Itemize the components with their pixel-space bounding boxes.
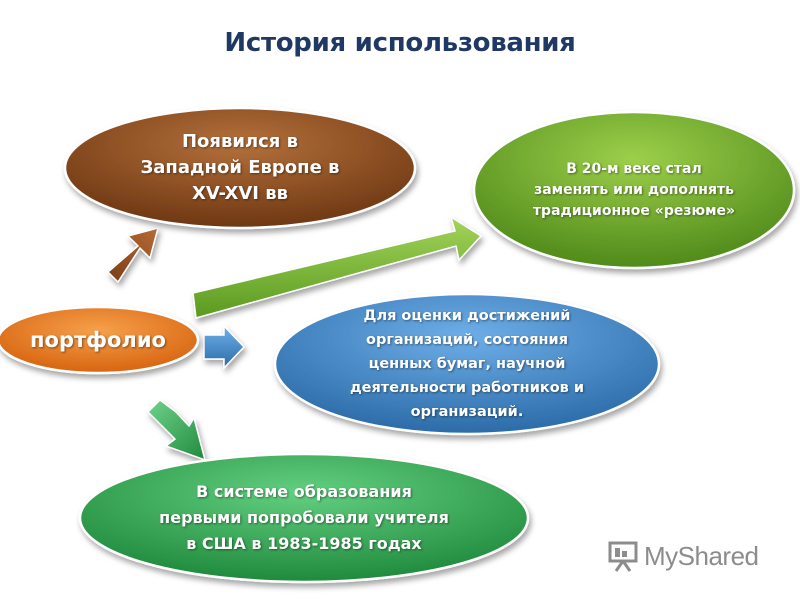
arrow-to-top	[106, 226, 160, 284]
slide-title: История использования	[224, 28, 576, 58]
arrow-to-bottom	[146, 399, 207, 462]
node-center-label: портфолио	[30, 328, 166, 352]
node-bottom-label: В системе образования первыми попробовал…	[159, 482, 449, 553]
watermark-text: MyShared	[644, 540, 759, 571]
node-right-middle-label: Для оценки достижений организаций, состо…	[349, 308, 585, 420]
watermark-logo: MyShared	[606, 538, 776, 574]
node-right-top-label: В 20-м веке стал заменять или дополнять …	[532, 160, 736, 219]
node-right-middle-shape	[273, 292, 661, 436]
node-bottom-shape	[78, 452, 530, 584]
node-top-shape	[63, 106, 417, 230]
arrow-to-right-middle	[203, 324, 246, 370]
node-top-label: Появился в Западной Европе в XV-XVI вв	[140, 131, 340, 204]
presentation-board-icon	[608, 541, 638, 572]
node-center-shape	[0, 305, 200, 375]
arrow-to-right-top	[192, 215, 483, 319]
node-right-top-shape	[472, 110, 796, 270]
